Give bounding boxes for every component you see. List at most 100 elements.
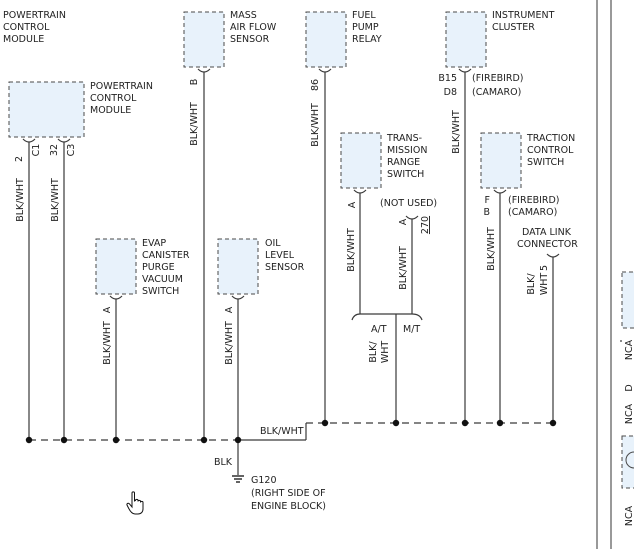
splice-dot <box>549 419 557 427</box>
connector-terminal <box>109 295 123 300</box>
pin-label: F <box>485 195 490 206</box>
cluster-label-line: CLUSTER <box>492 22 535 33</box>
evap-label-line: PURGE <box>142 262 175 273</box>
connector-terminal <box>231 295 245 300</box>
partial-component-box <box>621 271 634 329</box>
maf-label-line: SENSOR <box>230 34 270 45</box>
vehicle-note: (FIREBIRD) <box>472 73 524 84</box>
pcm-label-line: MODULE <box>90 105 131 116</box>
wire-color-label: BLK/WHT <box>310 103 321 147</box>
splice-dot <box>496 419 504 427</box>
evap-label-line: VACUUM <box>142 274 183 285</box>
vehicle-note: (CAMARO) <box>472 87 521 98</box>
not-used-note: (NOT USED) <box>380 198 437 209</box>
pin-label: D8 <box>444 87 457 98</box>
ground-location-line: ENGINE BLOCK) <box>251 501 326 512</box>
oil-label-line: LEVEL <box>265 250 295 261</box>
hand-cursor-icon <box>126 491 144 515</box>
pin-label: 32 <box>49 144 60 156</box>
oil-label-line: SENSOR <box>265 262 305 273</box>
pin-label: A <box>102 306 113 313</box>
trs-label-line: MISSION <box>387 145 427 156</box>
evap-label-line: EVAP <box>142 238 166 249</box>
splice-bracket <box>351 313 423 321</box>
relay-label-line: FUEL <box>352 10 376 21</box>
maf-sensor-box <box>183 11 225 68</box>
connector-terminal <box>353 189 367 194</box>
wire-color-label: BLK/WHT <box>102 321 113 365</box>
pin-label: 86 <box>310 79 321 91</box>
wire-color-label: BLK/WHT <box>346 228 357 272</box>
wire-color-label: BLK/ <box>368 341 379 363</box>
oil-label-line: OIL <box>265 238 281 249</box>
relay-label-line: PUMP <box>352 22 379 33</box>
pin-label: A <box>224 306 235 313</box>
trans-type-label: M/T <box>403 324 420 335</box>
trs-label-line: SWITCH <box>387 169 424 180</box>
ground-location-line: (RIGHT SIDE OF <box>251 488 326 499</box>
connector-terminal <box>405 215 419 220</box>
connector-terminal <box>493 189 507 194</box>
vehicle-note: (CAMARO) <box>508 207 557 218</box>
splice-dot <box>321 419 329 427</box>
wire-color-label: BLK/WHT <box>451 110 462 154</box>
splice-dot <box>112 436 120 444</box>
connector-terminal <box>546 253 560 258</box>
maf-label-line: AIR FLOW <box>230 22 277 33</box>
pin-label: 2 <box>14 156 25 162</box>
ground-id: G120 <box>251 475 277 486</box>
connector-terminal <box>318 68 332 73</box>
wire-color-label: WHT <box>380 341 391 364</box>
pin-label: C3 <box>66 144 77 157</box>
traction-label-line: CONTROL <box>527 145 574 156</box>
partial-component-box <box>621 435 634 489</box>
ground-symbol-icon <box>232 475 244 483</box>
connector-terminal <box>22 138 36 143</box>
pcm-label-line: CONTROL <box>90 93 137 104</box>
splice-dot <box>234 436 242 444</box>
pin-label: C1 <box>31 144 42 157</box>
wire-color-label: BLK/WHT <box>260 426 304 437</box>
wire-color-label: BLK <box>214 457 233 468</box>
splice-dot <box>200 436 208 444</box>
partial-label: D <box>624 384 634 391</box>
partial-label: NCA <box>624 339 634 360</box>
partial-label: NCA <box>624 403 634 424</box>
splice-dot <box>25 436 33 444</box>
pin-label: 5 <box>539 265 550 271</box>
fuel-pump-relay-box <box>305 11 347 68</box>
evap-label-line: SWITCH <box>142 286 179 297</box>
evap-switch-box <box>95 238 137 295</box>
pcm-title-line: POWERTRAIN <box>3 10 66 21</box>
partial-label: NCA <box>624 505 634 526</box>
vehicle-note: (FIREBIRD) <box>508 195 560 206</box>
splice-dot <box>461 419 469 427</box>
wire-color-label: BLK/WHT <box>15 178 26 222</box>
trs-label-line: RANGE <box>387 157 420 168</box>
wire-color-label: BLK/WHT <box>224 321 235 365</box>
instrument-cluster-box <box>445 11 487 68</box>
evap-label-line: CANISTER <box>142 250 190 261</box>
maf-label-line: MASS <box>230 10 257 21</box>
pcm-title-line: CONTROL <box>3 22 50 33</box>
traction-control-switch-box <box>480 132 522 189</box>
pin-label: A <box>398 218 409 225</box>
adjacent-diagram-fragment: NCA D NCA NCA <box>620 271 634 526</box>
dlc-label-line: CONNECTOR <box>517 239 578 250</box>
cluster-label-line: INSTRUMENT <box>492 10 555 21</box>
connector-terminal <box>458 68 472 73</box>
trs-label-line: TRANS- <box>386 133 422 144</box>
wire-color-label: BLK/WHT <box>189 102 200 146</box>
pin-label: B15 <box>438 73 457 84</box>
splice-dot <box>392 419 400 427</box>
trans-range-switch-box <box>340 132 382 189</box>
pin-label: A <box>347 201 358 208</box>
pcm-label-line: POWERTRAIN <box>90 81 153 92</box>
wire-color-label: BLK/ <box>526 273 537 295</box>
connector-terminal <box>197 68 211 73</box>
pin-label: B <box>483 207 490 218</box>
relay-label-line: RELAY <box>352 34 382 45</box>
splice-dot <box>60 436 68 444</box>
pin-label: 270 <box>420 216 431 234</box>
